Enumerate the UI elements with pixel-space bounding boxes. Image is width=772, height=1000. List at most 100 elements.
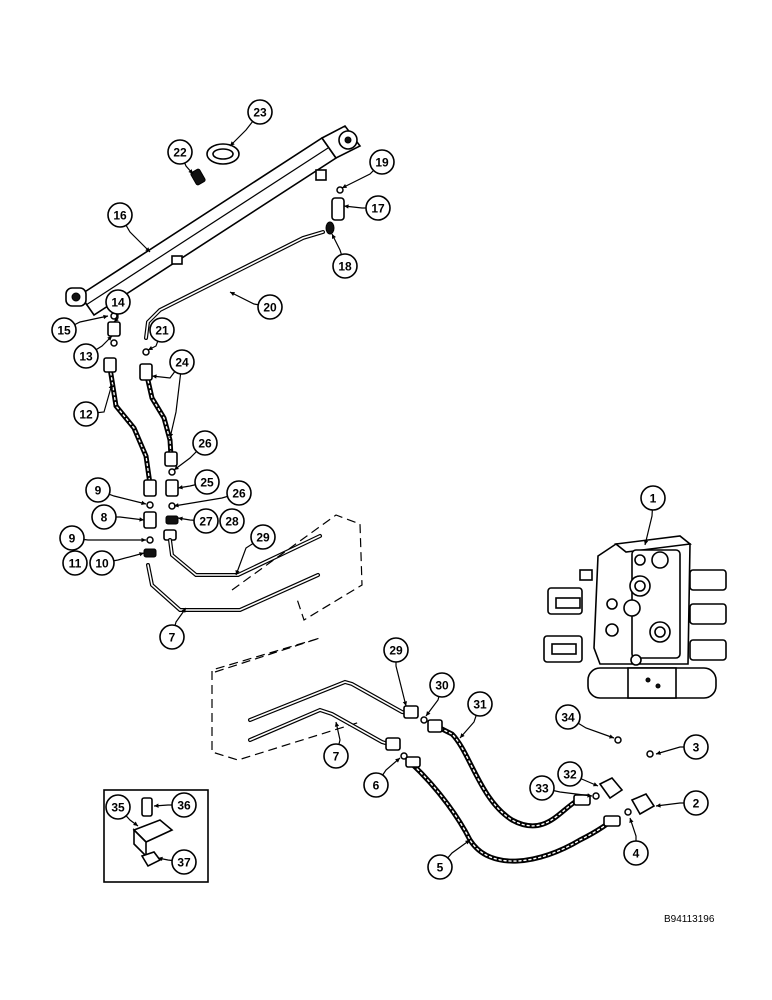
leader-arrowhead (643, 540, 649, 545)
callout-circle (555, 704, 581, 730)
callout-22: 22 (167, 139, 194, 175)
leader-arrowhead (133, 821, 138, 826)
steel-tube (144, 230, 325, 340)
callout-12: 12 (73, 383, 113, 427)
callout-number: 26 (198, 437, 212, 451)
callout-11: 11 (62, 550, 88, 576)
callout-circle (89, 550, 115, 576)
callout-circle (91, 504, 117, 530)
callout-circle (107, 202, 133, 228)
callout-circle (73, 343, 99, 369)
callout-14: 14 (105, 289, 131, 323)
callout-28: 28 (219, 508, 245, 534)
callout-7: 7 (159, 607, 187, 650)
callout-circle (557, 761, 583, 787)
callout-number: 29 (389, 644, 403, 658)
callout-32: 32 (557, 761, 599, 787)
callout-23: 23 (229, 99, 273, 147)
callout-number: 11 (69, 557, 82, 571)
callout-29: 29 (235, 524, 276, 576)
callout-9: 9 (85, 477, 147, 506)
callout-circle (219, 508, 245, 534)
leader-arrowhead (154, 803, 159, 808)
callout-number: 4 (633, 847, 640, 861)
callout-3: 3 (655, 734, 709, 760)
callout-21: 21 (147, 317, 175, 351)
callout-circle (193, 508, 219, 534)
leader-arrowhead (188, 169, 193, 174)
leader-arrowhead (402, 701, 408, 706)
callout-26: 26 (173, 480, 252, 508)
callout-circle (467, 691, 493, 717)
callout-1: 1 (640, 485, 666, 546)
callout-number: 5 (437, 861, 444, 875)
callout-circle (85, 477, 111, 503)
callout-number: 13 (79, 350, 93, 364)
callout-5: 5 (427, 839, 471, 880)
leader-arrowhead (181, 608, 186, 613)
callout-number: 32 (563, 768, 577, 782)
leader-arrowhead (656, 750, 661, 755)
callout-15: 15 (51, 314, 109, 343)
callout-circle (363, 772, 389, 798)
callout-19: 19 (341, 149, 395, 189)
callout-number: 17 (371, 202, 385, 216)
callout-18: 18 (331, 233, 358, 279)
tube-twentynine-lower (248, 679, 419, 722)
callout-circle (383, 637, 409, 663)
drawing-reference-code: B94113196 (664, 914, 715, 925)
callout-17: 17 (343, 195, 391, 221)
grease-fitting (190, 168, 206, 186)
callout-37: 37 (157, 849, 197, 875)
callout-number: 7 (169, 631, 176, 645)
connector-fittings-lower (143, 468, 179, 558)
callout-circle (149, 317, 175, 343)
callout-circle (247, 99, 273, 125)
callout-circle (529, 775, 555, 801)
callout-34: 34 (555, 704, 615, 739)
callout-number: 9 (95, 484, 102, 498)
callout-circle (169, 349, 195, 375)
leader-arrowhead (235, 570, 240, 575)
leader-arrowhead (174, 503, 179, 508)
callout-circle (159, 624, 185, 650)
leader-arrowhead (230, 141, 235, 146)
leader-arrowhead (178, 485, 183, 490)
callout-circle (51, 317, 77, 343)
callout-number: 6 (373, 779, 380, 793)
callout-circle (332, 253, 358, 279)
callout-number: 36 (177, 799, 191, 813)
control-valve (543, 535, 727, 699)
leader-arrowhead (332, 234, 336, 239)
leader-arrowhead (344, 204, 349, 209)
leader-arrowhead (460, 733, 465, 738)
callout-circle (59, 525, 85, 551)
callout-circle (257, 294, 283, 320)
callout-number: 35 (111, 801, 125, 815)
leader-arrowhead (395, 758, 400, 763)
callout-number: 9 (69, 532, 76, 546)
hydraulic-cylinder (65, 124, 362, 317)
leader-arrowhead (465, 840, 470, 845)
callout-number: 7 (333, 750, 340, 764)
leader-arrowhead (174, 465, 179, 470)
leader-arrowhead (152, 374, 157, 379)
callout-circle (105, 289, 131, 315)
callout-circle (192, 430, 218, 456)
callout-circle (171, 792, 197, 818)
callout-26: 26 (173, 430, 218, 471)
leader-arrowhead (103, 314, 108, 320)
leader-arrowhead (178, 516, 183, 521)
callout-27: 27 (177, 508, 219, 534)
callout-30: 30 (425, 672, 455, 717)
connector-fittings-upper (107, 312, 150, 356)
callout-number: 19 (375, 156, 389, 170)
callout-circle (369, 149, 395, 175)
leader-arrowhead (587, 793, 592, 798)
callout-2: 2 (655, 790, 709, 816)
leader-arrowhead (139, 552, 144, 557)
callout-circle (623, 840, 649, 866)
callout-35: 35 (105, 794, 139, 827)
leader-arrowhead (426, 711, 431, 716)
